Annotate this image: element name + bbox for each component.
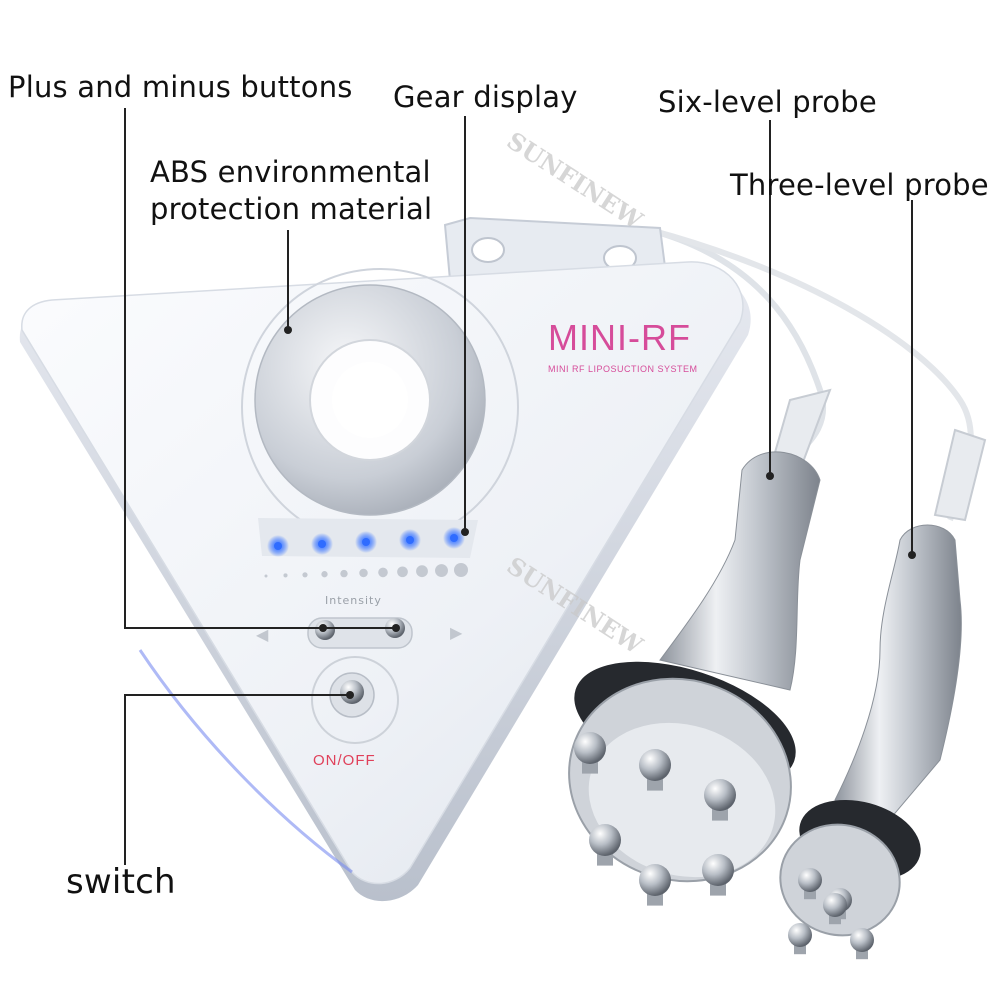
intensity-dot <box>264 574 268 578</box>
electrode-ball <box>704 779 736 811</box>
electrode-ball <box>798 868 822 892</box>
gear-display-inner <box>332 362 408 438</box>
watermark-top: SUNFINEW <box>502 126 649 236</box>
plus-minus-buttons-label: Plus and minus buttons <box>8 70 353 104</box>
plus-arrow-icon[interactable]: ▶ <box>450 623 463 642</box>
plus-minus-leader <box>124 108 323 629</box>
leader-dot-plus-minus-right <box>392 624 400 632</box>
intensity-dot <box>416 565 428 578</box>
intensity-led <box>450 534 458 542</box>
three-level-probe-handle <box>834 524 962 826</box>
electrode-ball <box>639 864 671 896</box>
intensity-dot <box>454 563 468 577</box>
brand-subtitle: MINI RF LIPOSUCTION SYSTEM <box>548 364 698 374</box>
leader-lines <box>124 108 913 865</box>
intensity-dot <box>283 573 288 578</box>
intensity-dot <box>302 572 308 578</box>
minus-arrow-icon[interactable]: ◀ <box>256 625 269 644</box>
power-label: ON/OFF <box>313 752 376 769</box>
leader-endpoints <box>284 326 916 699</box>
intensity-led <box>406 536 414 544</box>
leader-dot-six <box>766 472 774 480</box>
intensity-led <box>362 538 370 546</box>
three-level-probe-label: Three-level probe <box>730 168 989 202</box>
blue-edge-glow <box>138 649 353 874</box>
intensity-dot <box>435 564 448 578</box>
bracket-hole-left <box>471 237 505 263</box>
intensity-dot <box>378 567 388 578</box>
intensity-led <box>318 540 326 548</box>
electrode-ball <box>850 928 874 952</box>
intensity-dot <box>397 566 408 578</box>
leader-dot-gear <box>461 528 469 536</box>
electrode-ball <box>574 732 606 764</box>
three-probe-strain-relief <box>933 428 987 522</box>
six-level-probe-handle <box>659 451 821 691</box>
electrode-ball <box>788 923 812 947</box>
six-level-probe-window <box>588 722 776 878</box>
brand-logo: MINI-RF <box>548 317 691 358</box>
abs-material-label-line1: ABS environmental <box>150 155 431 189</box>
gear-display-label: Gear display <box>393 80 578 114</box>
leader-dot-abs <box>284 326 292 334</box>
six-level-probe-electrodes <box>574 732 736 906</box>
electrode-ball <box>589 824 621 856</box>
intensity-label: Intensity <box>325 594 382 607</box>
intensity-dot <box>321 571 328 578</box>
intensity-led <box>274 542 282 550</box>
switch-leader <box>124 694 350 865</box>
six-level-probe-label: Six-level probe <box>658 85 877 119</box>
intensity-leds <box>267 527 465 557</box>
six-level-probe-cable <box>649 227 827 463</box>
three-level-probe-head <box>779 823 901 937</box>
leader-dot-switch <box>346 691 354 699</box>
electrode-ball <box>702 854 734 886</box>
leader-dot-plus-minus-left <box>319 624 327 632</box>
intensity-dot <box>340 569 348 578</box>
electrode-ball <box>639 749 671 781</box>
three-level-probe-electrodes <box>788 868 874 960</box>
intensity-dots <box>264 563 468 578</box>
abs-material-label-line2: protection material <box>150 192 433 226</box>
leader-dot-three <box>908 551 916 559</box>
intensity-dot <box>359 568 368 578</box>
power-button-ring <box>311 656 399 744</box>
switch-label: switch <box>66 862 176 902</box>
electrode-ball <box>823 893 847 917</box>
